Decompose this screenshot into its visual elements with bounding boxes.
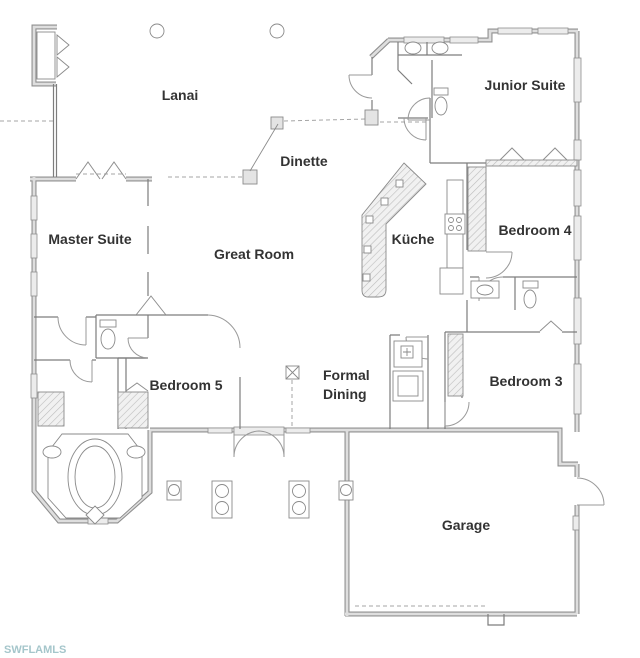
room-label-bedroom-5: Bedroom 5 — [149, 377, 222, 393]
dashed-openings — [0, 118, 488, 607]
toilet — [433, 87, 449, 116]
lanai-screen-wall — [52, 84, 58, 177]
bathtub — [47, 433, 143, 525]
fixtures — [36, 23, 578, 525]
entry-columns — [166, 480, 354, 519]
room-label-master-suite: Master Suite — [48, 231, 131, 247]
sink — [42, 445, 62, 459]
room-label-dinette: Dinette — [280, 153, 328, 169]
room-label-bedroom-3: Bedroom 3 — [489, 373, 562, 389]
sink — [431, 41, 449, 55]
washer — [393, 340, 423, 368]
dryer — [392, 370, 424, 402]
sink — [126, 445, 146, 459]
closet — [117, 391, 149, 429]
dining-column — [285, 365, 300, 380]
master-lanai-french-doors — [75, 161, 127, 180]
vanity-sink — [470, 280, 500, 299]
lanai-column — [269, 23, 285, 39]
watermark: SWFLAMLS — [4, 644, 66, 656]
garage-side-door — [576, 477, 605, 506]
windows — [30, 27, 582, 531]
sink — [404, 41, 422, 55]
toilet — [522, 280, 539, 309]
door-peaks — [75, 147, 568, 392]
outdoor-grill — [36, 31, 70, 80]
window-sill — [485, 159, 578, 167]
closet — [447, 333, 464, 397]
room-label-lanai: Lanai — [162, 87, 199, 103]
door-swings — [57, 74, 605, 506]
kitchen-island — [361, 162, 427, 298]
dinette-screen — [283, 118, 367, 122]
interior-walls — [34, 42, 577, 626]
corner-post — [364, 109, 379, 126]
dinette-post — [270, 116, 284, 130]
refrigerator — [439, 267, 464, 295]
room-label-kueche: Küche — [392, 231, 435, 247]
dinette-post — [242, 169, 258, 185]
dinette-angled-window — [249, 123, 279, 172]
toilet — [99, 319, 117, 350]
room-label-great-room: Great Room — [214, 246, 294, 262]
cooktop — [444, 213, 466, 235]
closet — [467, 166, 487, 252]
room-label-garage: Garage — [442, 517, 490, 533]
entry-double-door — [233, 430, 285, 458]
closet — [37, 391, 65, 427]
room-label-bedroom-4: Bedroom 4 — [498, 222, 571, 238]
room-label-dining: Dining — [323, 386, 367, 402]
room-label-junior-suite: Junior Suite — [485, 77, 566, 93]
room-label-formal: Formal — [323, 367, 370, 383]
lanai-column — [149, 23, 165, 39]
